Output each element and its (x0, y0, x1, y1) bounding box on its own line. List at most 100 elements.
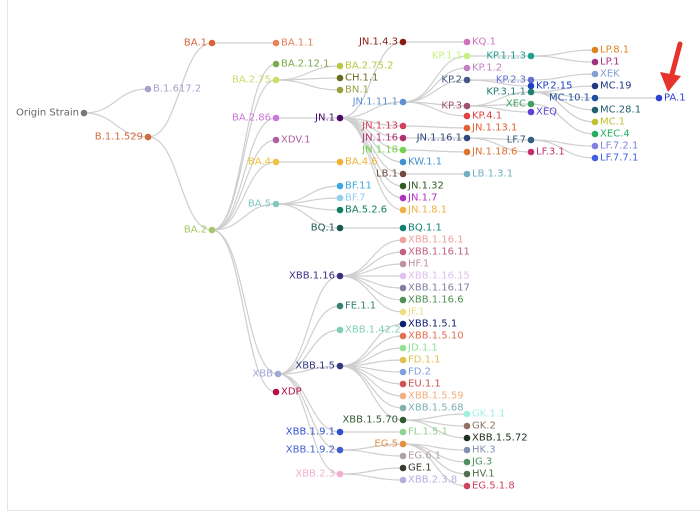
node-dot[interactable] (399, 332, 407, 340)
node-dot[interactable] (399, 272, 407, 280)
node-dot[interactable] (591, 82, 599, 90)
node-dot[interactable] (463, 38, 471, 46)
node-ba-2-75-2[interactable]: BA.2.75.2 (336, 61, 394, 72)
node-dot[interactable] (336, 194, 344, 202)
node-xek[interactable]: XEK (591, 69, 620, 80)
node-lf-7[interactable]: LF.7 (507, 135, 535, 146)
node-xbb-1-5-72[interactable]: XBB.1.5.72 (463, 433, 528, 444)
node-dot[interactable] (272, 60, 280, 68)
node-jn-1-18-6[interactable]: JN.1.18.6 (463, 147, 518, 158)
node-dot[interactable] (336, 86, 344, 94)
node-jn-1[interactable]: JN.1 (314, 113, 344, 124)
node-dot[interactable] (463, 422, 471, 430)
node-bf-7[interactable]: BF.7 (336, 193, 366, 204)
node-dot[interactable] (399, 194, 407, 202)
node-hf-1[interactable]: HF.1 (399, 259, 430, 270)
node-xbb-1-16-17[interactable]: XBB.1.16.17 (399, 283, 470, 294)
node-jf-1[interactable]: JF.1 (399, 307, 425, 318)
node-xbb-1-5-59[interactable]: XBB.1.5.59 (399, 391, 464, 402)
node-dot[interactable] (399, 98, 407, 106)
node-jn-1-13[interactable]: JN.1.13 (361, 121, 407, 132)
node-dot[interactable] (336, 272, 344, 280)
node-dot[interactable] (399, 380, 407, 388)
node-eu-1-1[interactable]: EU.1.1 (399, 379, 441, 390)
node-jn-1-32[interactable]: JN.1.32 (399, 181, 444, 192)
node-xec[interactable]: XEC (506, 99, 535, 110)
node-dot[interactable] (527, 148, 535, 156)
node-dot[interactable] (399, 428, 407, 436)
node-dot[interactable] (272, 136, 280, 144)
node-ge-1[interactable]: GE.1 (399, 463, 432, 474)
node-dot[interactable] (336, 362, 344, 370)
node-dot[interactable] (591, 106, 599, 114)
node-dot[interactable] (527, 108, 535, 116)
node-dot[interactable] (336, 182, 344, 190)
node-dot[interactable] (463, 434, 471, 442)
node-dot[interactable] (399, 236, 407, 244)
node-dot[interactable] (463, 446, 471, 454)
node-dot[interactable] (527, 82, 535, 90)
node-kw-1-1[interactable]: KW.1.1 (399, 157, 442, 168)
node-xbb-1-16-1[interactable]: XBB.1.16.1 (399, 235, 464, 246)
node-dot[interactable] (399, 206, 407, 214)
node-dot[interactable] (144, 133, 152, 141)
node-ba-5[interactable]: BA.5 (248, 199, 280, 210)
node-jn-1-11-1[interactable]: JN.1.11.1 (352, 97, 407, 108)
node-xbb-2-3-8[interactable]: XBB.2.3.8 (399, 475, 458, 486)
node-dot[interactable] (399, 158, 407, 166)
node-bq-1[interactable]: BQ.1 (311, 223, 344, 234)
node-dot[interactable] (272, 200, 280, 208)
node-fl-1-5-1[interactable]: FL.1.5.1 (399, 427, 448, 438)
node-dot[interactable] (463, 148, 471, 156)
node-xbb-1-42-2[interactable]: XBB.1.42.2 (336, 325, 401, 336)
node-xbb-1-9-2[interactable]: XBB.1.9.2 (286, 445, 344, 456)
node-xbb-2-3[interactable]: XBB.2.3 (295, 469, 344, 480)
node-ba-1[interactable]: BA.1 (184, 38, 216, 49)
node-jg-3[interactable]: JG.3 (463, 457, 493, 468)
node-b-1-1-529[interactable]: B.1.1.529 (95, 132, 152, 143)
node-jn-1-7[interactable]: JN.1.7 (399, 193, 438, 204)
node-dot[interactable] (399, 134, 407, 142)
node-dot[interactable] (399, 356, 407, 364)
node-dot[interactable] (591, 46, 599, 54)
node-dot[interactable] (463, 52, 471, 60)
node-dot[interactable] (399, 260, 407, 268)
node-fe-1-1[interactable]: FE.1.1 (336, 301, 376, 312)
node-ba-1-1[interactable]: BA.1.1 (272, 38, 314, 49)
node-dot[interactable] (527, 76, 535, 84)
node-xbb-1-16[interactable]: XBB.1.16 (289, 271, 344, 282)
node-ba-2-86[interactable]: BA.2.86 (232, 113, 280, 124)
node-dot[interactable] (399, 248, 407, 256)
node-kp-1-1[interactable]: KP.1.1 (432, 51, 471, 62)
node-mc-28-1[interactable]: MC.28.1 (591, 105, 641, 116)
node-xbb-1-5-1[interactable]: XBB.1.5.1 (399, 319, 458, 330)
node-jn-1-4-3[interactable]: JN.1.4.3 (358, 37, 407, 48)
node-fd-1-1[interactable]: FD.1.1 (399, 355, 441, 366)
node-dot[interactable] (527, 136, 535, 144)
node-ba-2-75[interactable]: BA.2.75 (232, 75, 280, 86)
node-kp-3-1-1[interactable]: KP.3.1.1 (486, 87, 535, 98)
node-dot[interactable] (463, 112, 471, 120)
node-dot[interactable] (336, 158, 344, 166)
node-xbb-1-9-1[interactable]: XBB.1.9.1 (286, 427, 344, 438)
node-xbb-1-5[interactable]: XBB.1.5 (295, 361, 344, 372)
node-hv-1[interactable]: HV.1 (463, 469, 495, 480)
node-dot[interactable] (336, 74, 344, 82)
node-kp-1-1-3[interactable]: KP.1.1.3 (486, 51, 535, 62)
node-dot[interactable] (399, 284, 407, 292)
node-kp-2[interactable]: KP.2 (441, 75, 471, 86)
node-eg-5[interactable]: EG.5 (374, 439, 407, 450)
node-gk-1-1[interactable]: GK.1.1 (463, 409, 506, 420)
node-dot[interactable] (591, 118, 599, 126)
node-dot[interactable] (208, 39, 216, 47)
node-lf-3-1[interactable]: LF.3.1 (527, 147, 565, 158)
node-gk-2[interactable]: GK.2 (463, 421, 496, 432)
node-dot[interactable] (591, 142, 599, 150)
node-dot[interactable] (272, 158, 280, 166)
node-jd-1-1[interactable]: JD.1.1 (399, 343, 438, 354)
node-dot[interactable] (463, 124, 471, 132)
node-dot[interactable] (399, 416, 407, 424)
node-kp-4-1[interactable]: KP.4.1 (463, 111, 502, 122)
node-dot[interactable] (208, 226, 216, 234)
node-dot[interactable] (336, 206, 344, 214)
